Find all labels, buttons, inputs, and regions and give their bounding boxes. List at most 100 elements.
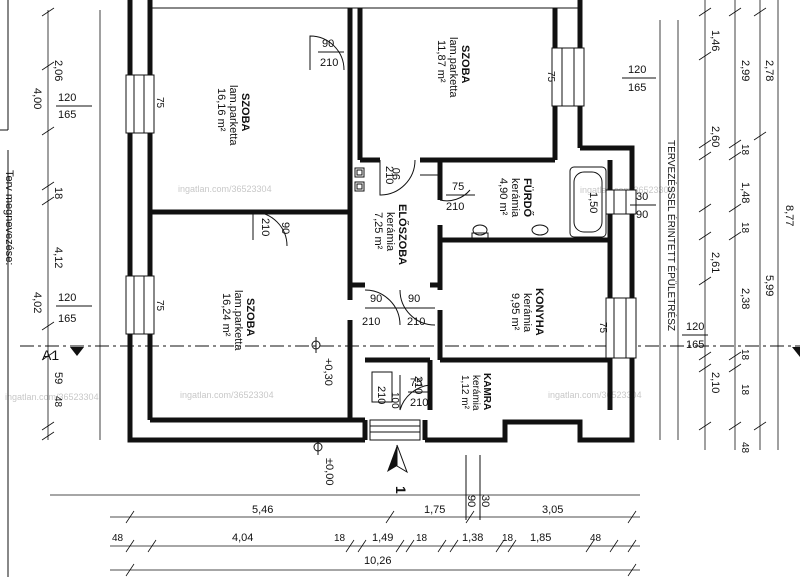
watermarks: ingatlan.com/36523304 ingatlan.com/36523…: [5, 184, 674, 402]
dim-bottom-row2-6: 1,38: [462, 532, 483, 544]
door-szoba1-height: 210: [259, 218, 271, 236]
watermark-text: ingatlan.com/36523304: [5, 392, 99, 402]
entrance-label: 1: [393, 486, 409, 494]
window-konyha-label: 75: [597, 322, 608, 334]
room-szoba3-area: 16,24 m²: [220, 293, 232, 337]
room-kamra-area: 1,12 m²: [459, 375, 470, 410]
dim-bottom-row1-3: 3,05: [542, 504, 563, 516]
ground-level: ±0,00: [323, 458, 335, 485]
room-furdo-area: 4,90 m²: [497, 178, 509, 216]
window-szoba2-label: 75: [545, 71, 556, 83]
dim-left-3: 18: [52, 187, 64, 199]
dim-right-1: 1,46: [709, 30, 721, 51]
room-szoba1-area: 16,16 m²: [215, 88, 227, 132]
dim-bottom-small-1: 90: [465, 495, 477, 507]
door-bath-width: 75: [452, 181, 464, 193]
door-entrance-height: 210: [375, 386, 387, 404]
door-szoba1-width: 90: [279, 222, 291, 234]
dim-left-7: 48: [52, 396, 63, 408]
door-szoba2-height: 210: [320, 57, 338, 69]
right-dimensions: TERVEZÉSSEL ÉRINTETT ÉPÜLETRÉSZ 1,46 2,9…: [622, 0, 795, 454]
watermark-text: ingatlan.com/36523304: [178, 184, 272, 194]
dim-right-5: 1,48: [739, 182, 751, 203]
dim-left-6: 59: [52, 372, 64, 384]
dim-bottom-row2-4: 1,49: [372, 532, 393, 544]
door-kamra-width: 75: [410, 377, 422, 389]
dim-bottom-row2-2: 4,04: [232, 532, 253, 544]
room-eloszoba-name: ELŐSZOBA: [396, 204, 409, 265]
dim-bottom-row2-7: 18: [502, 533, 514, 544]
window-szoba1-label: 75: [154, 97, 165, 109]
door-hall-mid-right-height: 210: [407, 316, 425, 328]
side-title: Terv megnevezése:: [3, 170, 15, 265]
left-window-bottom: 165: [58, 109, 76, 121]
fixtures: 1,50 +0,30 ±0,00 1: [311, 166, 607, 494]
right-window-bottom: 165: [686, 339, 704, 351]
room-eloszoba-floor: kerámia: [384, 212, 396, 252]
right-bath-window-bottom: 90: [636, 209, 648, 221]
room-labels: SZOBA lam.parketta 16,16 m² SZOBA lam.pa…: [215, 37, 545, 411]
left-margin: Terv megnevezése: 2,06 4,00 18 4,12 4,02…: [0, 0, 101, 577]
right-bath-window-top: 30: [636, 191, 648, 203]
door-kamra-height: 210: [410, 397, 428, 409]
door-szoba2-width: 90: [322, 38, 334, 50]
right-window-bottom: 165: [628, 82, 646, 94]
dim-left-1: 2,06: [52, 60, 64, 81]
door-hall-left-height: 210: [383, 166, 395, 184]
dim-right-10: 2,10: [709, 372, 721, 393]
strip-label: TERVEZÉSSEL ÉRINTETT ÉPÜLETRÉSZ: [665, 140, 678, 331]
dim-right-outer-1: 2,78: [763, 60, 775, 81]
dim-right-outer-3: 5,99: [763, 275, 775, 296]
left-window-bottom: 165: [58, 313, 76, 325]
dim-bottom-row2-8: 1,85: [530, 532, 551, 544]
room-szoba2-area: 11,87 m²: [435, 40, 447, 83]
door-entrance-width: 100: [389, 392, 400, 409]
floor-level: +0,30: [322, 358, 334, 386]
dim-right-9: 18: [739, 349, 750, 361]
room-kamra-floor: kerámia: [470, 375, 481, 411]
room-szoba3-name: SZOBA: [244, 298, 256, 337]
dim-bottom-row2-5: 18: [416, 533, 428, 544]
room-furdo-floor: kerámia: [509, 178, 521, 218]
window-szoba3-label: 75: [154, 300, 165, 312]
room-kamra-name: KAMRA: [481, 373, 492, 410]
dim-right-12: 48: [739, 442, 750, 454]
right-window-top: 120: [628, 64, 646, 76]
door-hall-mid-right-width: 90: [408, 293, 420, 305]
room-konyha-floor: kerámia: [521, 293, 533, 333]
dim-right-8: 2,38: [739, 288, 751, 309]
dim-right-11: 18: [739, 384, 750, 396]
dim-bottom-total: 10,26: [364, 555, 392, 567]
bathtub-label: 1,50: [587, 192, 599, 213]
dim-bottom-row2-9: 48: [590, 533, 602, 544]
dim-right-4: 18: [739, 144, 750, 156]
windows: 75 75 75 75: [125, 47, 637, 359]
left-window-top: 120: [58, 92, 76, 104]
dim-bottom-small-2: 30: [479, 495, 491, 507]
dim-right-2: 2,99: [739, 60, 751, 81]
entrance-arrow-icon: [387, 445, 397, 472]
dim-right-3: 2,60: [709, 126, 721, 147]
door-bath-height: 210: [446, 201, 464, 213]
dim-bottom-row2-3: 18: [334, 533, 346, 544]
dim-right-outer-2: 8,77: [783, 205, 795, 226]
section-marker-right-icon: [792, 347, 800, 357]
door-entry-side-height: 210: [412, 376, 424, 394]
room-szoba3-floor: lam.parketta: [232, 290, 244, 351]
toilet-icon: [472, 224, 488, 236]
door-hall-left-width: 90: [391, 168, 403, 180]
dim-bottom-row2-1: 48: [112, 533, 124, 544]
room-konyha-area: 9,95 m²: [509, 293, 521, 331]
watermark-text: ingatlan.com/36523304: [548, 390, 642, 400]
right-window-top: 120: [686, 321, 704, 333]
section-label: A1: [42, 347, 59, 363]
door-hall-mid-left-height: 210: [362, 316, 380, 328]
dim-left-5: 4,02: [31, 292, 43, 313]
room-furdo-name: FÜRDŐ: [521, 178, 534, 218]
section-marker-icon: [70, 347, 84, 356]
sink-icon: [531, 224, 549, 236]
dim-left-2: 4,00: [31, 88, 43, 109]
dim-bottom-row1-1: 5,46: [252, 504, 273, 516]
room-szoba2-floor: lam.parketta: [447, 37, 459, 98]
